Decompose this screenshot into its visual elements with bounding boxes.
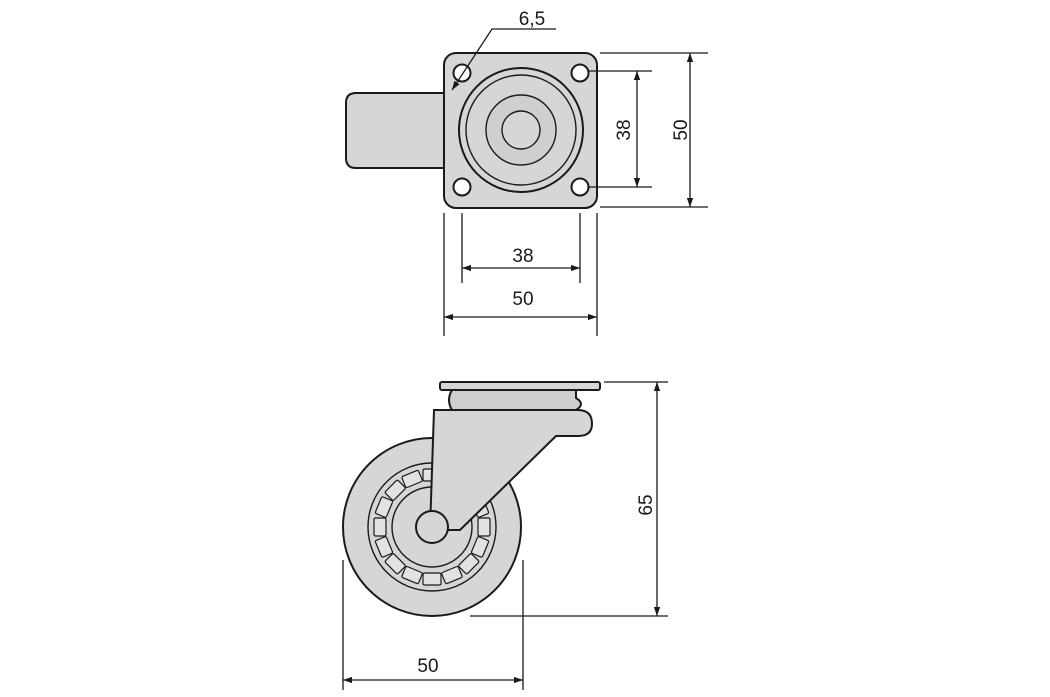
wheel-window <box>373 517 387 537</box>
top-view: 6,5 38 50 38 50 <box>345 9 708 336</box>
hole-spacing-vertical-dimension: 38 <box>588 70 652 188</box>
hole-spacing-horizontal-dimension: 38 <box>461 213 581 283</box>
side-view-top-plate <box>439 381 601 391</box>
side-view-axle <box>415 510 449 544</box>
top-view-bearing-hub <box>501 110 541 150</box>
top-view-lever <box>345 92 445 169</box>
plate-height-dimension: 50 <box>600 52 708 208</box>
wheel-diameter-label: 50 <box>417 656 438 677</box>
wheel-window <box>374 536 394 558</box>
wheel-window <box>401 469 423 489</box>
wheel-diameter-dimension: 50 <box>342 560 524 690</box>
plate-width-dimension: 50 <box>443 213 598 336</box>
plate-height-label: 50 <box>671 119 692 140</box>
top-view-hole-bottom-left <box>452 177 472 197</box>
hole-spacing-vertical-label: 38 <box>614 119 635 140</box>
side-view: 65 50 <box>342 381 668 690</box>
wheel-window <box>441 565 463 585</box>
overall-height-label: 65 <box>636 494 657 515</box>
top-view-hole-top-right <box>570 63 590 83</box>
wheel-window <box>422 572 442 586</box>
top-view-hole-bottom-right <box>570 177 590 197</box>
overall-height-dimension: 65 <box>470 381 668 617</box>
hole-spacing-horizontal-label: 38 <box>512 246 533 267</box>
plate-width-label: 50 <box>512 289 533 310</box>
wheel-window <box>384 479 406 501</box>
wheel-window <box>477 517 491 537</box>
wheel-window <box>470 536 490 558</box>
hole-diameter-label: 6,5 <box>519 9 545 30</box>
side-view-swivel-housing <box>448 389 582 411</box>
wheel-window <box>384 553 406 575</box>
wheel-window <box>374 496 394 518</box>
wheel-window <box>401 565 423 585</box>
hole-diameter-dimension: 6,5 <box>451 9 556 91</box>
side-view-fork <box>428 409 594 531</box>
wheel-window <box>458 553 480 575</box>
top-view-hole-top-left <box>452 63 472 83</box>
